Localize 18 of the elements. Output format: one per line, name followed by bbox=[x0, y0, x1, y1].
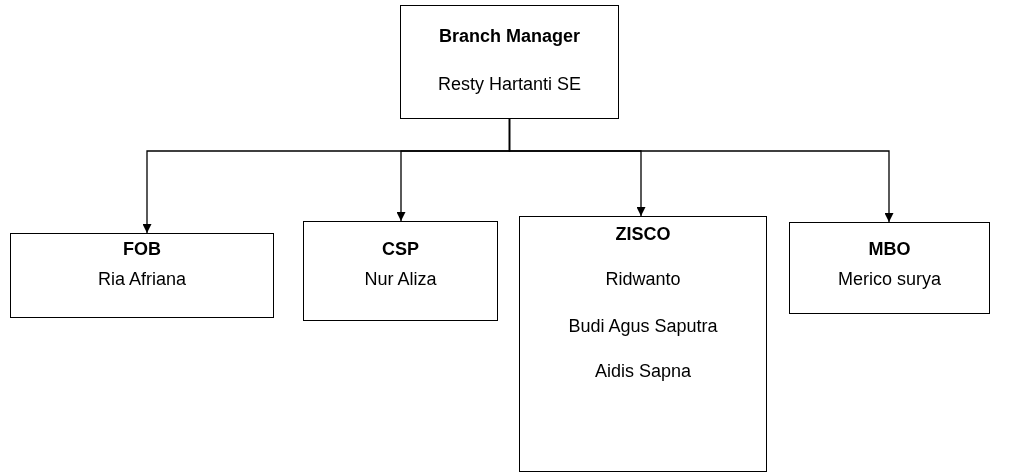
role-heading: MBO bbox=[868, 238, 911, 260]
person-name: Resty Hartanti SE bbox=[437, 73, 582, 95]
person-name: Budi Agus Saputra bbox=[568, 315, 718, 337]
person-name: Aidis Sapna bbox=[594, 360, 692, 382]
person-name: Ria Afriana bbox=[97, 268, 187, 290]
role-heading: ZISCO bbox=[615, 223, 671, 245]
role-heading: Branch Manager bbox=[439, 25, 580, 47]
person-name: Ridwanto bbox=[605, 268, 681, 290]
team-box bbox=[789, 222, 990, 314]
team-box bbox=[10, 233, 274, 318]
connector-arrow bbox=[508, 118, 894, 223]
role-heading: FOB bbox=[123, 238, 161, 260]
manager-box bbox=[400, 5, 619, 119]
team-box bbox=[519, 216, 767, 472]
person-name: Merico surya bbox=[838, 268, 941, 290]
team-box bbox=[303, 221, 498, 321]
person-name: Nur Aliza bbox=[364, 268, 437, 290]
role-heading: CSP bbox=[382, 238, 419, 260]
